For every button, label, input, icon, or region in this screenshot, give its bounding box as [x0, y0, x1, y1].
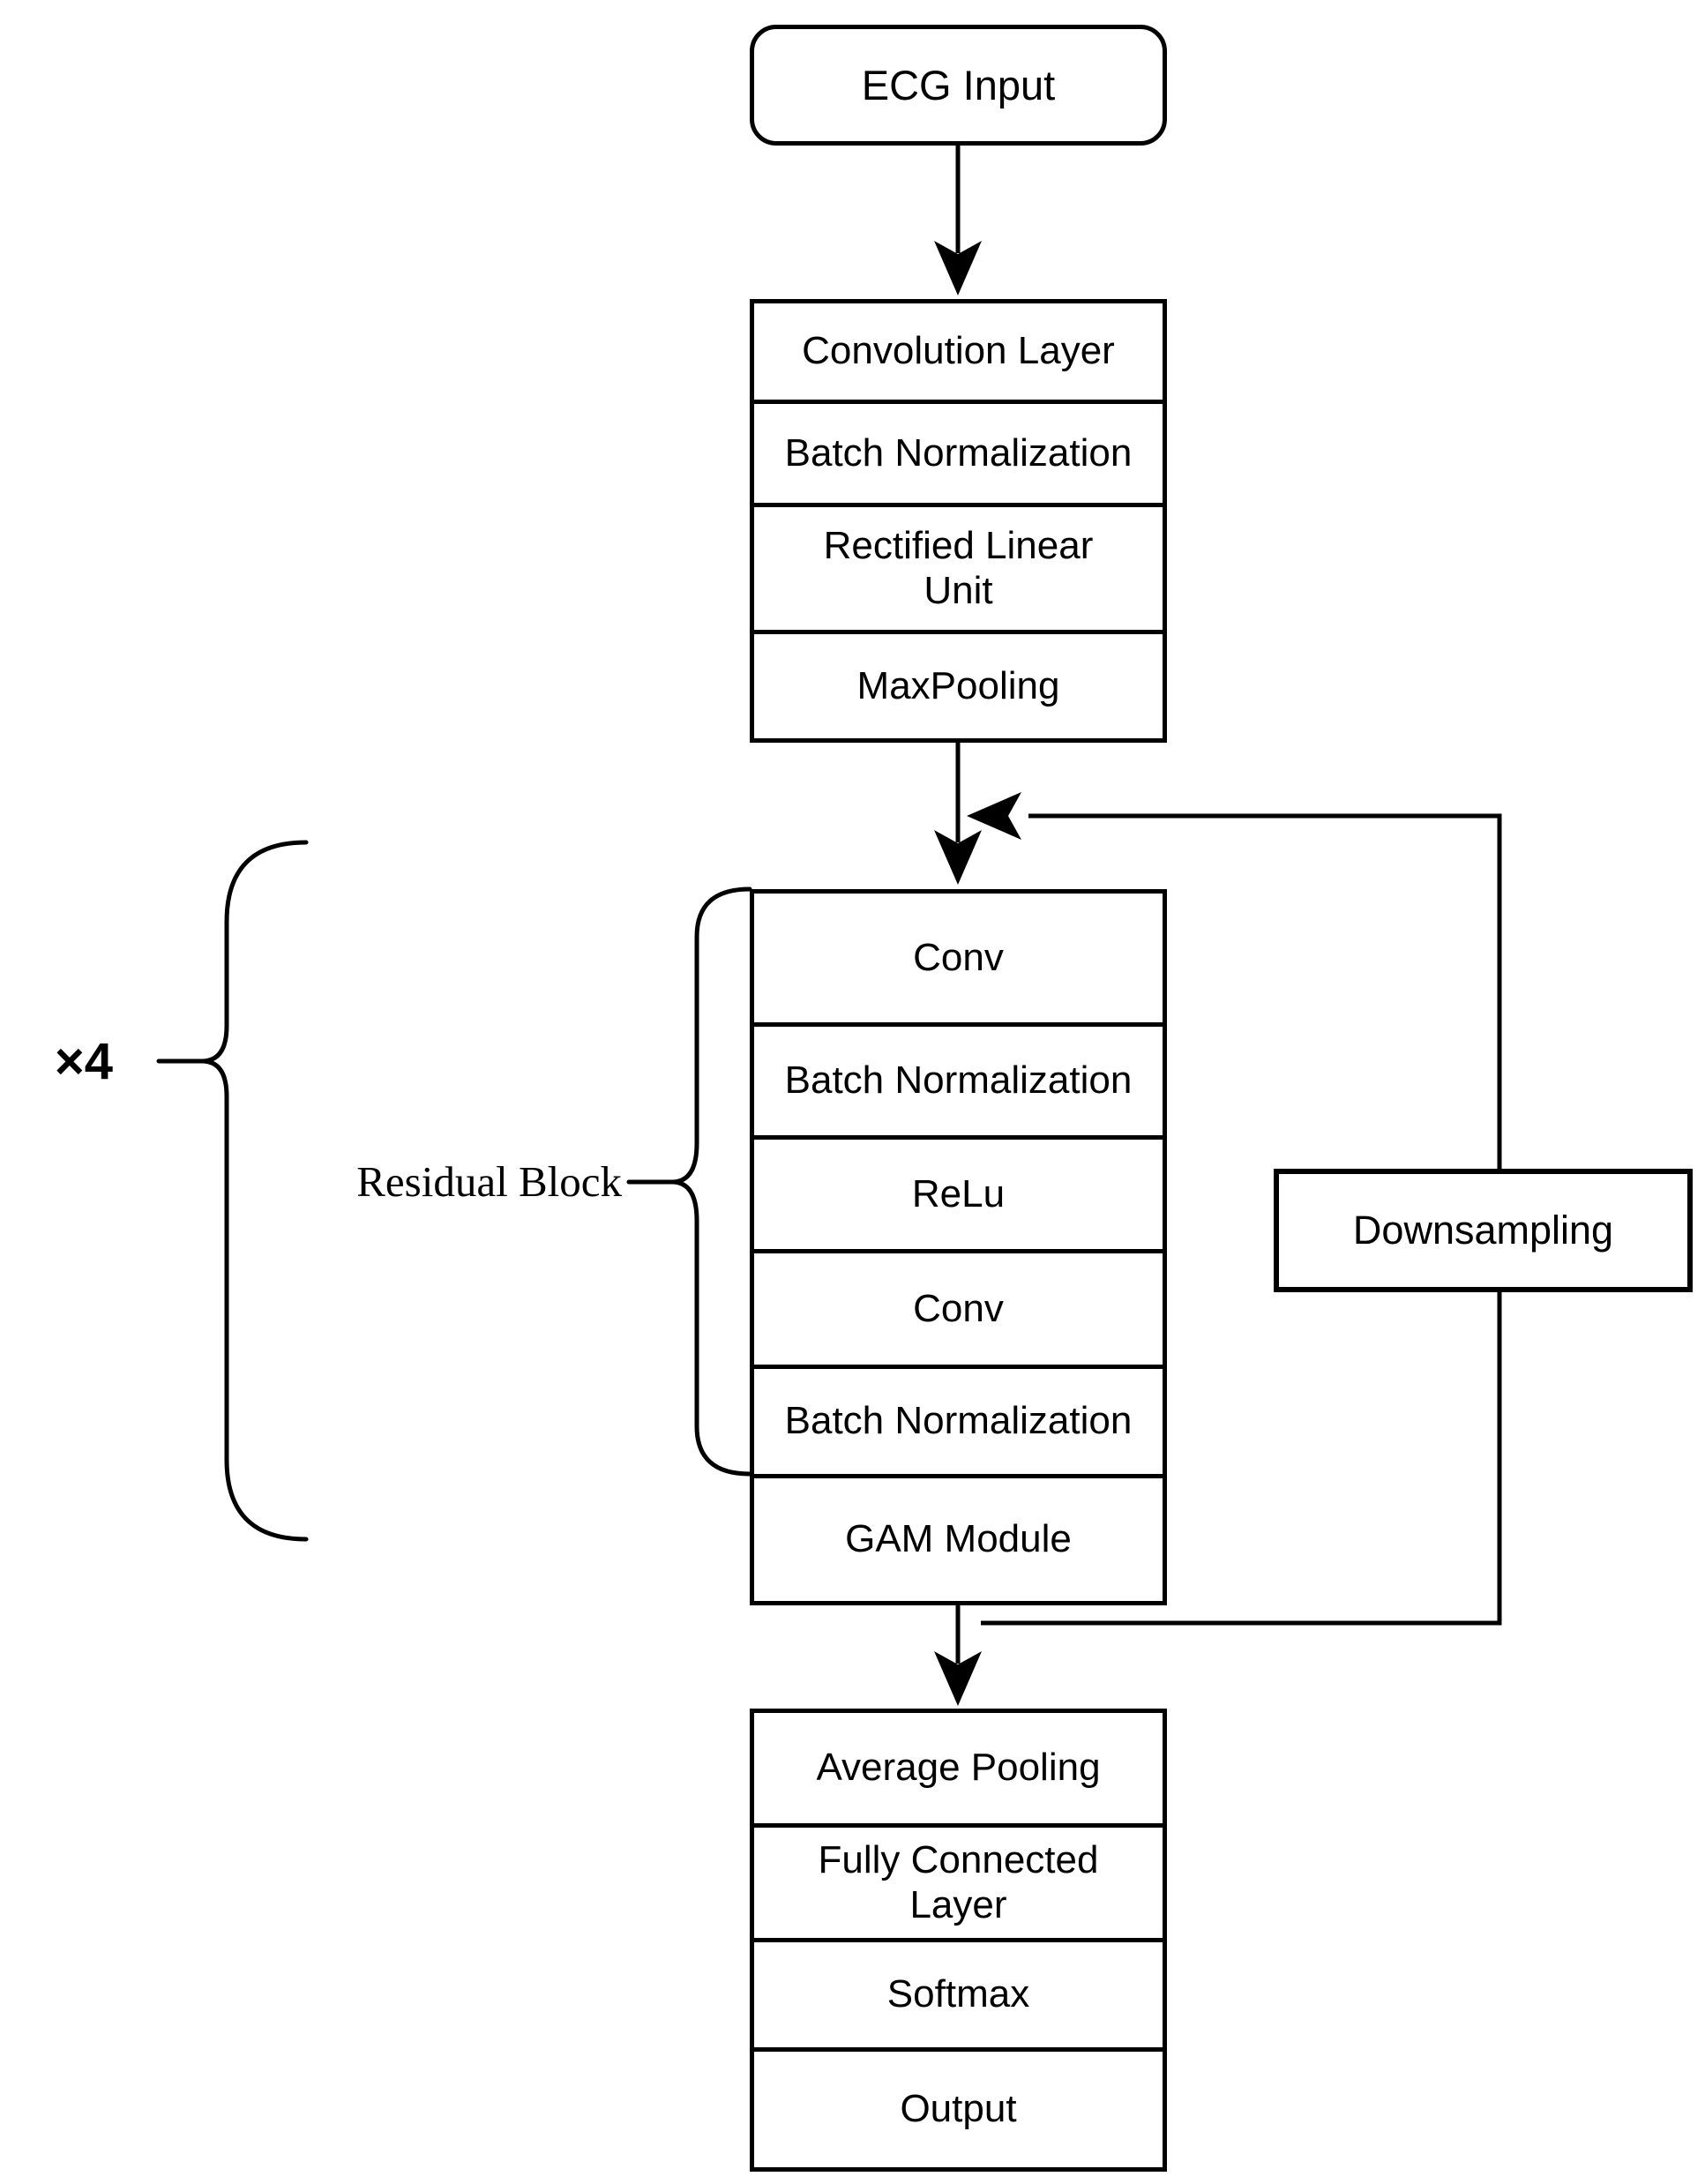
residual-brace-icon	[671, 886, 752, 1477]
repeat-count-label: ×4	[54, 1032, 114, 1090]
residual-block-label: Residual Block	[356, 1156, 622, 1206]
stack-row-relu: ReLu	[754, 1135, 1163, 1249]
stack-row-gam-module: GAM Module	[754, 1474, 1163, 1601]
arrowhead-down-icon	[934, 830, 982, 885]
output-stack: Average Pooling Fully Connected Layer So…	[750, 1709, 1167, 2172]
arrow-ecg-to-input-stack	[934, 146, 982, 295]
arrowhead-down-icon	[934, 241, 982, 295]
arrow-residual-to-output-stack	[934, 1605, 982, 1706]
stack-row-batch-normalization: Batch Normalization	[754, 400, 1163, 503]
stack-row-softmax: Softmax	[754, 1938, 1163, 2047]
stack-row-maxpooling: MaxPooling	[754, 630, 1163, 738]
stack-row-batch-normalization-2: Batch Normalization	[754, 1365, 1163, 1474]
arrowhead-down-icon	[934, 1651, 982, 1706]
ecg-input-box: ECG Input	[750, 25, 1167, 146]
stack-row-average-pooling: Average Pooling	[816, 1746, 1101, 1790]
stack-row-conv-1: Conv	[913, 935, 1004, 979]
ecg-input-label: ECG Input	[861, 62, 1056, 108]
downsampling-label: Downsampling	[1352, 1208, 1614, 1253]
residual-stack: Conv Batch Normalization ReLu Conv Batch…	[750, 889, 1167, 1605]
arrowhead-left-icon	[967, 792, 1021, 840]
downsampling-box: Downsampling	[1274, 1169, 1693, 1292]
stack-row-convolution-layer: Convolution Layer	[802, 329, 1115, 373]
stack-row-rectified-linear-unit: Rectified Linear Unit	[754, 503, 1163, 630]
input-stack: Convolution Layer Batch Normalization Re…	[750, 299, 1167, 743]
arrow-input-to-residual-stack	[934, 743, 982, 885]
stack-row-fully-connected-layer: Fully Connected Layer	[754, 1823, 1163, 1938]
stack-row-output: Output	[754, 2047, 1163, 2167]
stack-row-conv-2: Conv	[754, 1249, 1163, 1365]
stack-row-batch-normalization-1: Batch Normalization	[754, 1022, 1163, 1135]
